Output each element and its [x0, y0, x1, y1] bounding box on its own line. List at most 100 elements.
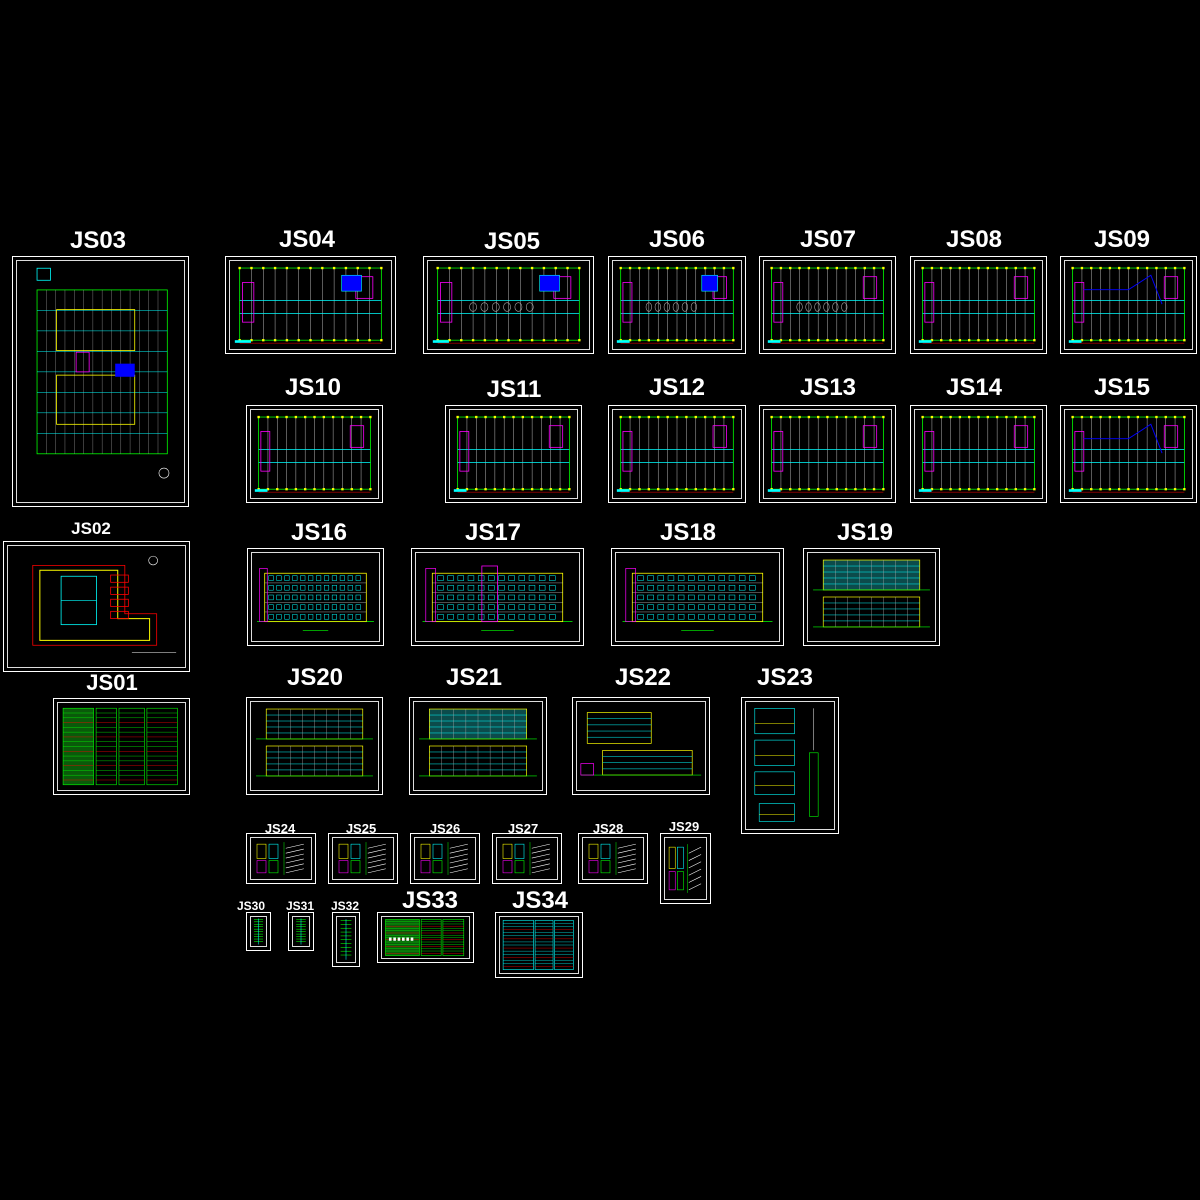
sheet-drawing-area: [1064, 260, 1193, 350]
drawing-linework: [32, 555, 177, 653]
drawing-linework: [296, 918, 306, 945]
sheet-thumbnail[interactable]: [803, 548, 940, 646]
drawing-linework: [254, 918, 264, 945]
sheet-thumbnail[interactable]: [495, 912, 583, 978]
sheet-label: JS32: [330, 899, 360, 913]
sheet-label: JS12: [648, 374, 706, 401]
sheet-drawing-area: [414, 837, 476, 880]
drawing-linework: [622, 568, 773, 631]
sheet-thumbnail[interactable]: [608, 256, 746, 354]
sheet-drawing-area: [336, 916, 356, 963]
sheet-drawing-area: [413, 701, 543, 791]
sheet-thumbnail[interactable]: [423, 256, 594, 354]
drawing-linework: [616, 266, 735, 344]
sheet-label: JS16: [290, 519, 348, 546]
drawing-linework: [36, 267, 170, 479]
sheet-drawing-area: [496, 837, 558, 880]
sheet-drawing-area: [381, 916, 470, 959]
sheet-label: JS07: [799, 226, 857, 253]
sheet-thumbnail[interactable]: [759, 405, 896, 503]
sheet-label: JS25: [345, 821, 377, 836]
sheet-label: JS27: [507, 821, 539, 836]
sheet-thumbnail[interactable]: [759, 256, 896, 354]
sheet-label: JS18: [659, 519, 717, 546]
sheet-drawing-area: [415, 552, 580, 642]
drawing-linework: [580, 712, 702, 776]
sheet-label: JS24: [264, 821, 296, 836]
sheet-label: JS31: [285, 899, 315, 913]
sheet-thumbnail[interactable]: [660, 833, 711, 904]
sheet-drawing-area: [612, 260, 742, 350]
sheet-drawing-area: [582, 837, 644, 880]
drawing-linework: [502, 920, 574, 970]
drawing-linework: [432, 266, 581, 344]
sheet-label: JS22: [614, 664, 672, 691]
sheet-thumbnail[interactable]: [246, 697, 383, 795]
sheet-drawing-area: [7, 545, 186, 668]
sheet-thumbnail[interactable]: [578, 833, 648, 884]
sheet-thumbnail[interactable]: [1060, 256, 1197, 354]
sheet-thumbnail[interactable]: [608, 405, 746, 503]
sheet-label: JS13: [799, 374, 857, 401]
sheet-thumbnail[interactable]: [611, 548, 784, 646]
sheet-thumbnail[interactable]: [247, 548, 384, 646]
sheet-thumbnail[interactable]: [288, 912, 314, 951]
sheet-drawing-area: [499, 916, 579, 974]
drawing-linework: [420, 842, 468, 875]
drawing-linework: [62, 707, 178, 786]
drawing-linework: [254, 415, 372, 493]
sheet-label: JS11: [486, 376, 542, 403]
sheet-label: JS09: [1093, 226, 1151, 253]
drawing-linework: [419, 708, 537, 777]
sheet-thumbnail[interactable]: [225, 256, 396, 354]
sheet-drawing-area: [763, 409, 892, 499]
sheet-drawing-area: [250, 701, 379, 791]
sheet-label: JS26: [429, 821, 461, 836]
sheet-label: JS04: [278, 226, 336, 253]
drawing-linework: [453, 415, 571, 493]
sheet-drawing-area: [576, 701, 706, 791]
sheet-thumbnail[interactable]: [3, 541, 190, 672]
sheet-thumbnail[interactable]: [328, 833, 398, 884]
drawing-linework: [1068, 266, 1186, 344]
sheet-thumbnail[interactable]: [910, 256, 1047, 354]
sheet-drawing-area: [229, 260, 392, 350]
sheet-thumbnail[interactable]: [246, 833, 316, 884]
drawing-linework: [422, 565, 573, 631]
sheet-thumbnail[interactable]: [445, 405, 582, 503]
sheet-drawing-area: [615, 552, 780, 642]
sheet-thumbnail[interactable]: [246, 405, 383, 503]
drawing-linework: [918, 415, 1036, 493]
sheet-thumbnail[interactable]: [246, 912, 271, 951]
sheet-label: JS19: [836, 519, 894, 546]
sheet-drawing-area: [449, 409, 578, 499]
sheet-thumbnail[interactable]: [12, 256, 189, 507]
sheet-label: JS30: [236, 899, 266, 913]
drawing-linework: [385, 919, 465, 956]
sheet-label: JS33: [401, 887, 459, 914]
sheet-label: JS14: [945, 374, 1003, 401]
sheet-thumbnail[interactable]: [409, 697, 547, 795]
sheet-drawing-area: [250, 837, 312, 880]
sheet-thumbnail[interactable]: [53, 698, 190, 795]
sheet-thumbnail[interactable]: [1060, 405, 1197, 503]
drawing-linework: [338, 842, 386, 875]
sheet-label: JS29: [668, 819, 700, 834]
sheet-thumbnail[interactable]: [410, 833, 480, 884]
drawing-linework: [340, 919, 352, 960]
sheet-thumbnail[interactable]: [572, 697, 710, 795]
drawing-linework: [256, 708, 373, 777]
sheet-drawing-area: [914, 260, 1043, 350]
sheet-thumbnail[interactable]: [411, 548, 584, 646]
sheet-thumbnail[interactable]: [910, 405, 1047, 503]
sheet-drawing-area: [664, 837, 707, 900]
drawing-linework: [234, 266, 383, 344]
sheet-thumbnail[interactable]: [332, 912, 360, 967]
sheet-thumbnail[interactable]: [377, 912, 474, 963]
sheet-label: JS28: [592, 821, 624, 836]
sheet-thumbnail[interactable]: [741, 697, 839, 834]
sheet-label: JS03: [69, 227, 127, 254]
sheet-drawing-area: [807, 552, 936, 642]
drawing-linework: [767, 415, 885, 493]
sheet-thumbnail[interactable]: [492, 833, 562, 884]
